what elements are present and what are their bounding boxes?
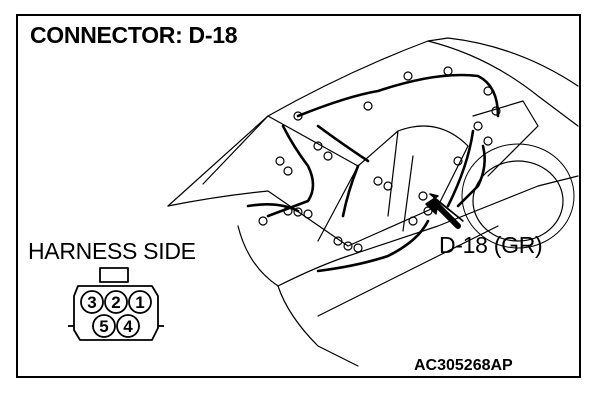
car-lower-body bbox=[277, 175, 579, 287]
car-front-hood bbox=[167, 190, 349, 247]
harness-roof-left bbox=[316, 124, 370, 163]
rear-wheel-arch bbox=[461, 143, 575, 249]
harness-a-pillar bbox=[341, 164, 360, 218]
pin-4 bbox=[116, 314, 140, 338]
car-b-pillar bbox=[387, 130, 399, 217]
connector-callout-label: D-18 (GR) bbox=[439, 232, 543, 258]
pin-5 bbox=[92, 314, 116, 338]
harness-windshield bbox=[266, 124, 315, 218]
pin-2-label: 2 bbox=[111, 293, 120, 312]
car-roof-rear bbox=[427, 40, 579, 127]
car-rear-window bbox=[472, 100, 539, 177]
car-side-window bbox=[347, 125, 469, 247]
diagram-title: CONNECTOR: D-18 bbox=[30, 22, 238, 48]
pin-5-label: 5 bbox=[99, 317, 108, 336]
car-front-bumper bbox=[277, 285, 359, 367]
car-windshield bbox=[202, 115, 359, 242]
harness-quarter bbox=[456, 144, 486, 208]
pin-3-label: 3 bbox=[87, 293, 96, 312]
figure-id: AC305268AP bbox=[414, 357, 513, 374]
car-door-line bbox=[402, 155, 414, 232]
vehicle-wiring-illustration bbox=[167, 37, 579, 367]
harness-rear-pillar bbox=[446, 129, 475, 208]
harness-floor bbox=[316, 219, 430, 273]
connector-lock-tab bbox=[99, 267, 129, 283]
pin-1 bbox=[128, 290, 152, 314]
callout-arrow bbox=[425, 193, 464, 222]
pin-2 bbox=[104, 290, 128, 314]
rear-wheel bbox=[472, 160, 564, 242]
diagram-frame: CONNECTOR: D-18 bbox=[16, 14, 581, 378]
harness-roof-main bbox=[296, 73, 500, 118]
car-front-lower bbox=[237, 225, 279, 287]
car-sill bbox=[317, 225, 499, 317]
pin-3 bbox=[80, 290, 104, 314]
connector-face-diagram: 3 2 1 5 4 bbox=[68, 267, 164, 341]
pin-1-label: 1 bbox=[135, 293, 144, 312]
pin-4-label: 4 bbox=[123, 317, 133, 336]
car-body-outline bbox=[167, 37, 579, 207]
harness-side-label: HARNESS SIDE bbox=[28, 238, 196, 264]
